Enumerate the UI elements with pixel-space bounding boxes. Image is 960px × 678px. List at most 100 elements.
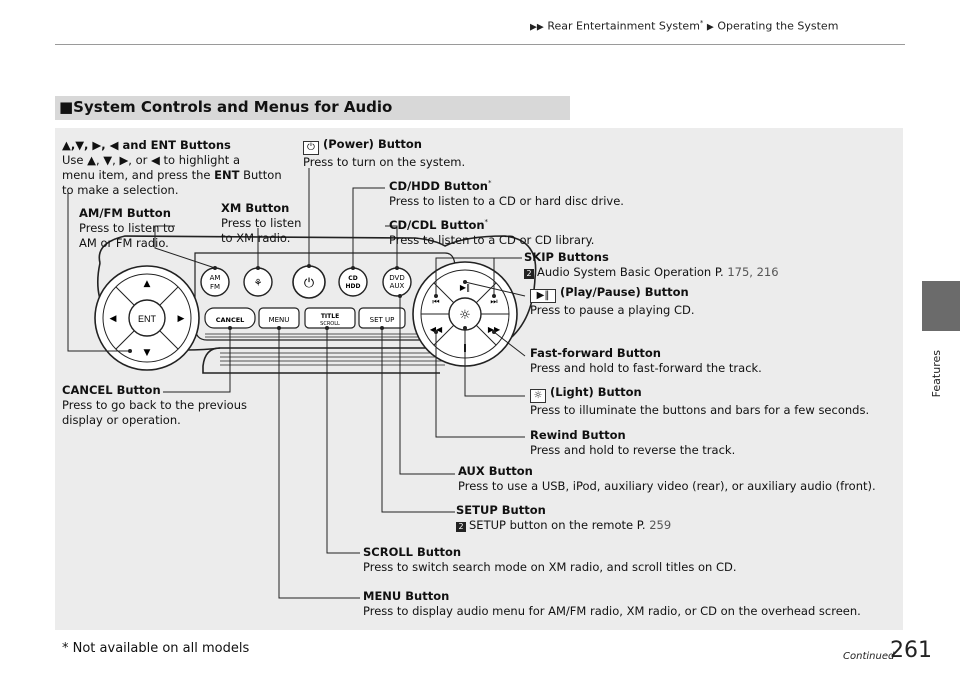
amfm-desc-1: Press to listen to bbox=[79, 221, 175, 235]
diagram-area: ENT ▲ ▼ ◀ ▶ AM FM ⚘ ⏻ CD HDD DVD AUX CAN… bbox=[55, 128, 903, 630]
fast-forward-icon: ▶▶ bbox=[488, 325, 501, 334]
power-icon: ⏻ bbox=[304, 276, 314, 291]
cancel-desc-1: Press to go back to the previous bbox=[62, 398, 247, 412]
cdhdd-callout: CD/HDD Button* Press to listen to a CD o… bbox=[389, 176, 624, 209]
control-panel-diagram: ENT ▲ ▼ ◀ ▶ AM FM ⚘ ⏻ CD HDD DVD AUX CAN… bbox=[67, 168, 537, 599]
reference-icon: 2 bbox=[524, 269, 534, 279]
play-pause-icon: ▶‖ bbox=[530, 289, 556, 303]
arrows-ent-desc-2b: ENT bbox=[214, 168, 240, 182]
xm-callout: XM Button Press to listen to XM radio. bbox=[221, 201, 301, 246]
scroll-callout: SCROLL Button Press to switch search mod… bbox=[363, 545, 736, 575]
side-tab-label: Features bbox=[930, 350, 943, 398]
setup-reference-page[interactable]: 259 bbox=[649, 518, 672, 532]
light-desc: Press to illuminate the buttons and bars… bbox=[530, 403, 870, 417]
arrows-ent-callout: ▲,▼, ▶, ◀ and ENT Buttons Use ▲, ▼, ▶, o… bbox=[62, 138, 282, 198]
setup-label: SET UP bbox=[370, 316, 395, 324]
arrows-ent-desc-1: Use ▲, ▼, ▶, or ◀ to highlight a bbox=[62, 153, 240, 167]
menu-label: MENU bbox=[269, 316, 290, 324]
rewind-callout: Rewind Button Press and hold to reverse … bbox=[530, 428, 735, 458]
up-arrow-icon: ▲ bbox=[144, 279, 151, 289]
cdcdl-title: CD/CDL Button bbox=[389, 217, 485, 232]
side-tab: Features bbox=[922, 0, 960, 678]
arrows-ent-desc-2c: Button bbox=[239, 168, 282, 182]
fast-forward-callout: Fast-forward Button Press and hold to fa… bbox=[530, 346, 762, 376]
scroll-title: SCROLL Button bbox=[363, 545, 462, 559]
ent-button-shape bbox=[128, 299, 166, 337]
left-arrow-icon: ◀ bbox=[110, 314, 117, 324]
aux-label: AUX bbox=[390, 282, 405, 290]
light-icon: ☼ bbox=[459, 308, 471, 323]
aux-desc: Press to use a USB, iPod, auxiliary vide… bbox=[458, 479, 876, 493]
skip-reference-pages[interactable]: 175, 216 bbox=[727, 265, 779, 279]
amfm-title: AM/FM Button bbox=[79, 206, 171, 220]
title-label: TITLE bbox=[321, 313, 339, 320]
play-pause-icon: ▶‖ bbox=[460, 283, 470, 292]
menu-callout: MENU Button Press to display audio menu … bbox=[363, 589, 861, 619]
dvd-label: DVD bbox=[389, 274, 404, 282]
power-title: (Power) Button bbox=[323, 137, 422, 151]
down-arrow-icon: ▼ bbox=[144, 348, 151, 358]
light-icon: ☼ bbox=[530, 389, 546, 403]
rewind-desc: Press and hold to reverse the track. bbox=[530, 443, 736, 457]
not-available-mark: * bbox=[699, 19, 704, 27]
aux-title: AUX Button bbox=[458, 464, 533, 478]
power-callout: ⏻ (Power) Button Press to turn on the sys… bbox=[303, 137, 465, 170]
skip-forward-icon: ⏭ bbox=[490, 297, 497, 306]
continued-label: Continued bbox=[843, 651, 895, 662]
header-rule bbox=[55, 44, 905, 45]
breadcrumb: ▶▶ Rear Entertainment System* ▶ Operatin… bbox=[530, 19, 838, 33]
arrows-ent-title: ▲,▼, ▶, ◀ and ENT Buttons bbox=[62, 138, 231, 152]
arrows-ent-desc-3: to make a selection. bbox=[62, 183, 179, 197]
rewind-icon: ◀◀ bbox=[430, 325, 443, 334]
play-pause-desc: Press to pause a playing CD. bbox=[530, 303, 695, 317]
xm-desc-2: to XM radio. bbox=[221, 231, 291, 245]
setup-title: SETUP Button bbox=[456, 503, 546, 517]
cdcdl-mark: * bbox=[484, 218, 489, 226]
xm-title: XM Button bbox=[221, 201, 290, 215]
light-title: (Light) Button bbox=[550, 385, 642, 399]
cd-label: CD bbox=[348, 275, 357, 282]
am-label: AM bbox=[210, 274, 221, 282]
ent-button-label: ENT bbox=[138, 314, 157, 324]
breadcrumb-item-rear-entertainment: Rear Entertainment System bbox=[547, 19, 700, 33]
skip-title: SKIP Buttons bbox=[524, 250, 609, 264]
footnote: * Not available on all models bbox=[62, 641, 250, 656]
fast-forward-desc: Press and hold to fast-forward the track… bbox=[530, 361, 762, 375]
scroll-desc: Press to switch search mode on XM radio,… bbox=[363, 560, 737, 574]
arrows-ent-desc-2a: menu item, and press the bbox=[62, 168, 215, 182]
cdcdl-desc: Press to listen to a CD or CD library. bbox=[389, 232, 595, 247]
menu-title: MENU Button bbox=[363, 589, 450, 603]
play-pause-callout: ▶‖ (Play/Pause) Button Press to pause a p… bbox=[530, 285, 695, 318]
cancel-callout: CANCEL Button Press to go back to the pr… bbox=[62, 383, 247, 428]
menu-desc: Press to display audio menu for AM/FM ra… bbox=[363, 604, 861, 618]
section-title: ■System Controls and Menus for Audio bbox=[59, 98, 393, 116]
skip-reference[interactable]: Audio System Basic Operation P. bbox=[537, 265, 724, 279]
amfm-button-shape bbox=[200, 267, 230, 297]
skip-back-icon: ⏮ bbox=[432, 297, 439, 306]
cancel-label: CANCEL bbox=[216, 316, 245, 324]
amfm-desc-2: AM or FM radio. bbox=[79, 236, 169, 250]
play-pause-title: (Play/Pause) Button bbox=[560, 285, 689, 299]
hdd-label: HDD bbox=[346, 283, 361, 290]
cdcdl-callout: CD/CDL Button* Press to listen to a CD o… bbox=[389, 215, 594, 248]
scroll-label: SCROLL bbox=[320, 321, 340, 327]
cancel-title: CANCEL Button bbox=[62, 383, 161, 397]
arrow-icon: ▶ bbox=[706, 22, 714, 33]
breadcrumb-item-operating: Operating the System bbox=[717, 19, 839, 33]
cdhdd-title: CD/HDD Button bbox=[389, 178, 488, 193]
power-desc: Press to turn on the system. bbox=[303, 155, 466, 169]
title-scroll-button-shape bbox=[304, 307, 356, 329]
page-number: 261 bbox=[890, 638, 932, 663]
fast-forward-title: Fast-forward Button bbox=[530, 346, 661, 360]
section-heading-bar: ■System Controls and Menus for Audio bbox=[55, 96, 570, 120]
double-arrow-icon: ▶▶ bbox=[530, 22, 544, 33]
cdhdd-button-shape bbox=[338, 267, 368, 297]
aux-callout: AUX Button Press to use a USB, iPod, aux… bbox=[458, 464, 876, 494]
right-arrow-icon: ▶ bbox=[178, 314, 185, 324]
fm-label: FM bbox=[210, 283, 220, 291]
xm-desc-1: Press to listen bbox=[221, 216, 302, 230]
setup-reference[interactable]: SETUP button on the remote P. bbox=[469, 518, 646, 532]
rewind-title: Rewind Button bbox=[530, 428, 626, 442]
power-icon: ⏻ bbox=[303, 141, 319, 155]
